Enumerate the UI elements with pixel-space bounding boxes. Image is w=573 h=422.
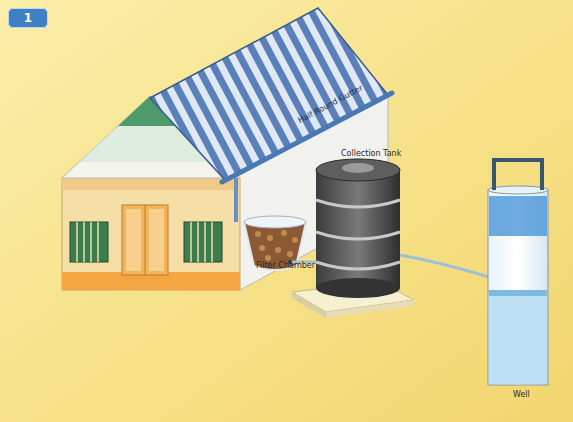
part-label: Well <box>512 391 531 400</box>
part-label: Filter Chamber <box>255 262 316 271</box>
part-label: Collection Tank <box>340 150 402 159</box>
number-badge: 1 <box>8 8 48 28</box>
badge-number: 1 <box>24 11 32 25</box>
